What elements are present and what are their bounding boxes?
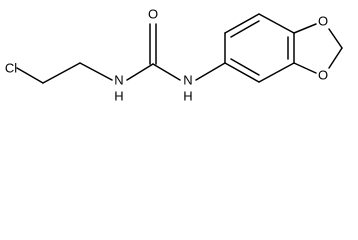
ring-bond-3	[258, 13, 295, 34]
amide-hydrogen-left-label: H	[114, 89, 123, 104]
bond-ring-o-top	[293, 23, 317, 34]
dioxole-oxygen-top-label: O	[318, 14, 328, 29]
dioxole-oxygen-bottom-label: O	[318, 68, 328, 83]
bond-o-bottom-ring	[293, 62, 317, 74]
chemical-structure: Cl N H O N H O O	[5, 7, 343, 104]
carbonyl-oxygen-label: O	[148, 7, 158, 22]
amide-nitrogen-right-label: N	[183, 73, 192, 88]
amide-nitrogen-left-label: N	[114, 73, 123, 88]
ring-inner-double-1	[230, 20, 260, 38]
bond-ch2-ch2	[42, 62, 81, 84]
bond-o-top-ch2	[328, 28, 343, 49]
bond-nh-right-ring	[195, 62, 226, 81]
bond-ch2-nh-left	[79, 62, 113, 81]
atom-labels: Cl N H O N H O O	[5, 7, 328, 104]
bond-ch2-o-bottom	[328, 47, 343, 69]
bonds	[16, 13, 343, 84]
bond-cl-ch2	[16, 67, 44, 84]
ring-bond-6	[224, 62, 260, 83]
amide-hydrogen-right-label: H	[183, 89, 192, 104]
ring-bond-2	[224, 13, 260, 34]
bond-carbonyl-nh-right	[152, 63, 181, 81]
ring-bond-5	[258, 62, 295, 83]
bond-nh-left-carbonyl	[126, 63, 154, 81]
chlorine-label: Cl	[5, 61, 17, 76]
ring-inner-double-3	[230, 58, 260, 76]
